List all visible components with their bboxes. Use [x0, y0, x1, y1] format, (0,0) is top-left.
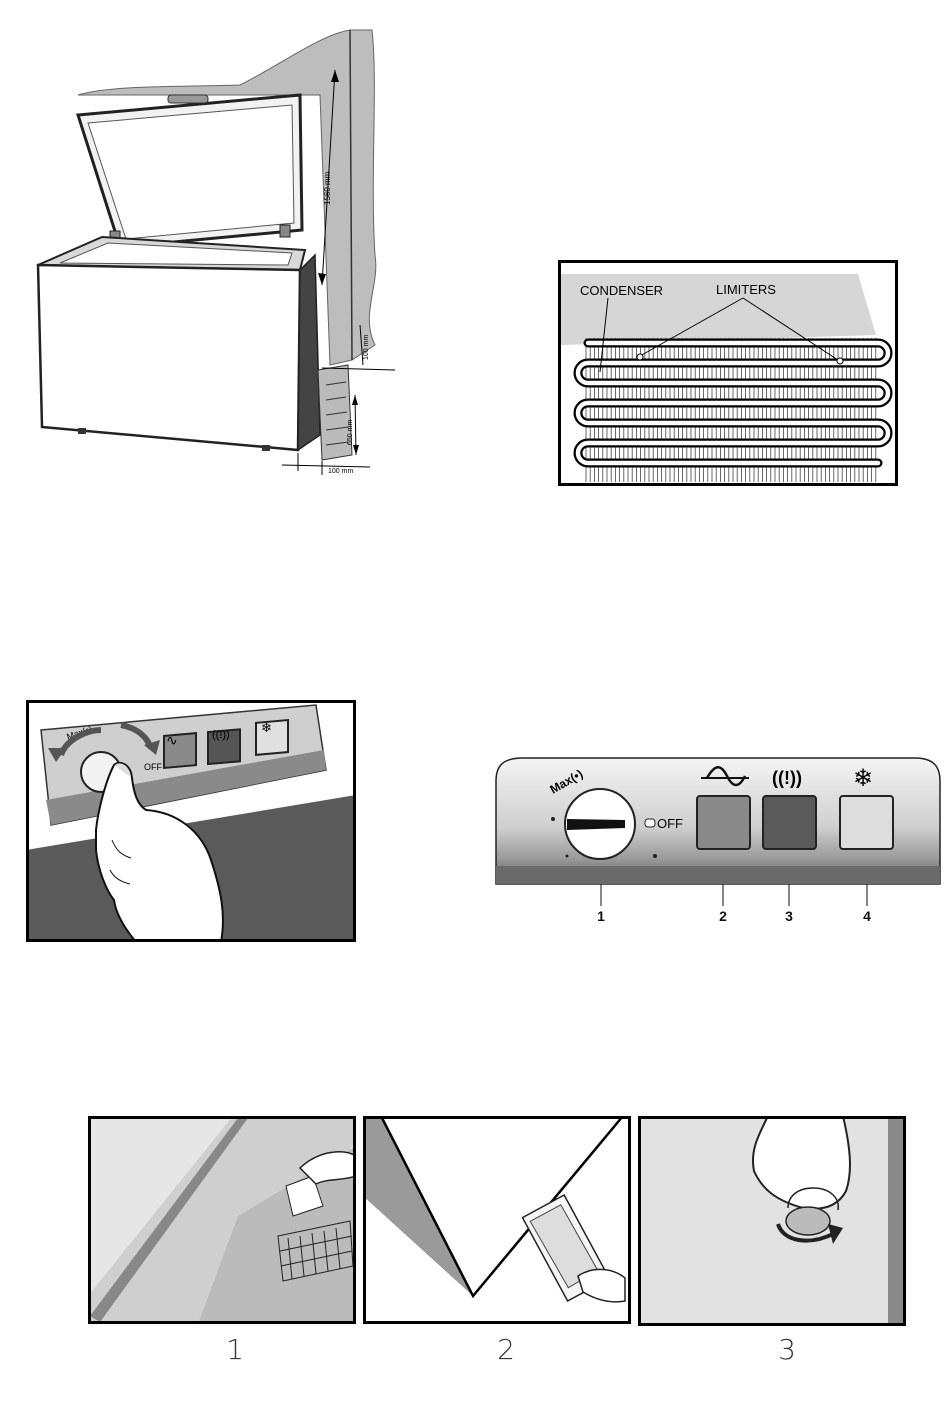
freezer-body	[38, 265, 300, 450]
step-2-panel	[363, 1116, 631, 1324]
dim-vent-label: 650 mm	[347, 420, 354, 445]
condenser-label: CONDENSER	[580, 283, 663, 298]
panel-number-3: 3	[779, 908, 799, 924]
snowflake-icon: ❄	[853, 765, 873, 792]
limiters-label: LIMITERS	[716, 282, 776, 297]
dim-side-label: 100 mm	[328, 468, 353, 475]
panel-number-1: 1	[591, 908, 611, 924]
power-indicator	[697, 796, 750, 849]
snowflake-icon: ❄	[261, 720, 272, 735]
step-label-2: 2	[486, 1333, 526, 1366]
installation-figure: 1560 mm 100 mm 650 mm 100 mm	[30, 25, 410, 480]
alarm-symbol-icon: ((!))	[772, 768, 802, 788]
dim-height-label: 1560 mm	[323, 171, 332, 205]
control-panel-figure: Max(•) OFF ((!)) ❄ 1 2 3 4	[495, 756, 941, 936]
panel-off-label: OFF	[657, 816, 683, 831]
power-symbol-icon: ∿	[166, 732, 178, 748]
photo-off-label: OFF	[144, 762, 162, 772]
control-photo-figure: ∿ ((!)) ❄ Max(•) OFF	[26, 700, 356, 942]
step-3-panel	[638, 1116, 906, 1326]
alarm-symbol-icon: ((!))	[212, 729, 230, 741]
superfreeze-button[interactable]	[840, 796, 893, 849]
panel-number-4: 4	[857, 908, 877, 924]
dim-top-gap-label: 100 mm	[363, 335, 370, 360]
step-1-panel	[88, 1116, 356, 1324]
condenser-figure: CONDENSER LIMITERS	[558, 260, 898, 486]
step-label-1: 1	[215, 1333, 255, 1366]
drain-plug	[786, 1207, 830, 1235]
panel-number-2: 2	[713, 908, 733, 924]
step-label-3: 3	[767, 1333, 807, 1366]
alarm-indicator	[763, 796, 816, 849]
